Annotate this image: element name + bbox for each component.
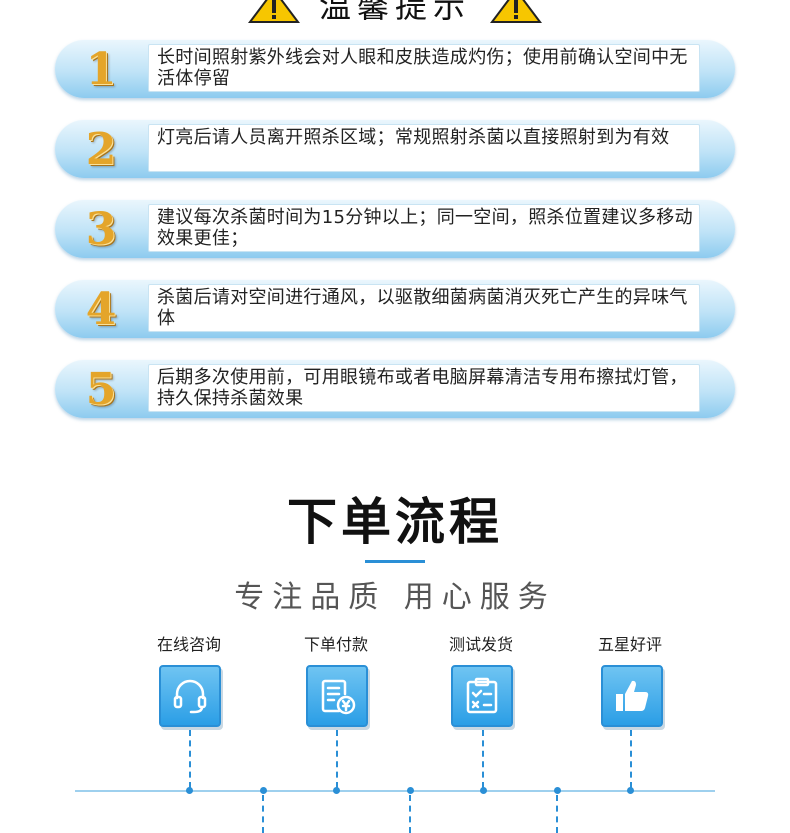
tip-text-box: 灯亮后请人员离开照杀区域；常规照射杀菌以直接照射到为有效 xyxy=(148,124,700,172)
tip-item-3: 3 建议每次杀菌时间为15分钟以上；同一空间，照杀位置建议多移动效果更佳； xyxy=(55,200,735,258)
title-underline xyxy=(365,560,425,563)
timeline-connector xyxy=(409,795,411,833)
tip-text-box: 后期多次使用前，可用眼镜布或者电脑屏幕清洁专用布擦拭灯管，持久保持杀菌效果 xyxy=(148,364,700,412)
step-label-ship: 测试发货 xyxy=(448,635,513,654)
header-title: 温馨提示 xyxy=(318,0,471,25)
tip-text-box: 长时间照射紫外线会对人眼和皮肤造成灼伤；使用前确认空间中无活体停留 xyxy=(148,44,700,92)
tip-text-box: 建议每次杀菌时间为15分钟以上；同一空间，照杀位置建议多移动效果更佳； xyxy=(148,204,700,252)
step-label-review: 五星好评 xyxy=(597,635,662,654)
timeline-dot xyxy=(186,787,193,794)
tip-number: 4 xyxy=(85,284,117,335)
section-subtitle: 专注品质 用心服务 xyxy=(234,580,556,615)
tip-text-box: 杀菌后请对空间进行通风，以驱散细菌病菌消灭死亡产生的异味气体 xyxy=(148,284,700,332)
tip-number: 1 xyxy=(85,44,117,95)
warning-icon xyxy=(490,0,543,23)
tip-text: 杀菌后请对空间进行通风，以驱散细菌病菌消灭死亡产生的异味气体 xyxy=(157,287,688,329)
timeline-dot xyxy=(627,787,634,794)
timeline-connector xyxy=(630,730,632,788)
step-consult xyxy=(159,665,221,727)
timeline-connector xyxy=(556,795,558,833)
warm-tips-header: 温馨提示 xyxy=(0,0,790,26)
tip-number: 5 xyxy=(85,364,117,415)
step-ship xyxy=(451,665,513,727)
warning-icon xyxy=(247,0,300,23)
timeline-line xyxy=(75,790,715,792)
step-review xyxy=(601,665,663,727)
tip-item-4: 4 杀菌后请对空间进行通风，以驱散细菌病菌消灭死亡产生的异味气体 xyxy=(55,280,735,338)
timeline-dot xyxy=(554,787,561,794)
timeline-connector xyxy=(336,730,338,788)
timeline-connector xyxy=(189,730,191,788)
step-label-pay: 下单付款 xyxy=(303,635,368,654)
tip-text: 后期多次使用前，可用眼镜布或者电脑屏幕清洁专用布擦拭灯管，持久保持杀菌效果 xyxy=(157,367,688,409)
tip-number: 2 xyxy=(85,124,117,175)
tip-number: 3 xyxy=(85,204,117,255)
payment-icon xyxy=(321,679,356,715)
step-pay xyxy=(306,665,368,727)
tip-text: 灯亮后请人员离开照杀区域；常规照射杀菌以直接照射到为有效 xyxy=(157,127,670,148)
timeline-connector xyxy=(482,730,484,788)
tip-item-5: 5 后期多次使用前，可用眼镜布或者电脑屏幕清洁专用布擦拭灯管，持久保持杀菌效果 xyxy=(55,360,735,418)
tip-item-1: 1 长时间照射紫外线会对人眼和皮肤造成灼伤；使用前确认空间中无活体停留 xyxy=(55,40,735,98)
timeline-dot xyxy=(333,787,340,794)
timeline-dot xyxy=(260,787,267,794)
tip-text: 建议每次杀菌时间为15分钟以上；同一空间，照杀位置建议多移动效果更佳； xyxy=(157,207,693,249)
timeline-dot xyxy=(480,787,487,794)
tip-text: 长时间照射紫外线会对人眼和皮肤造成灼伤；使用前确认空间中无活体停留 xyxy=(157,47,688,89)
checklist-icon xyxy=(466,677,498,714)
timeline-dot xyxy=(407,787,414,794)
timeline-connector xyxy=(262,795,264,833)
step-label-consult: 在线咨询 xyxy=(156,635,221,654)
thumbs-up-icon xyxy=(616,680,649,711)
tip-item-2: 2 灯亮后请人员离开照杀区域；常规照射杀菌以直接照射到为有效 xyxy=(55,120,735,178)
section-title: 下单流程 xyxy=(287,493,503,551)
headset-icon xyxy=(173,679,207,714)
